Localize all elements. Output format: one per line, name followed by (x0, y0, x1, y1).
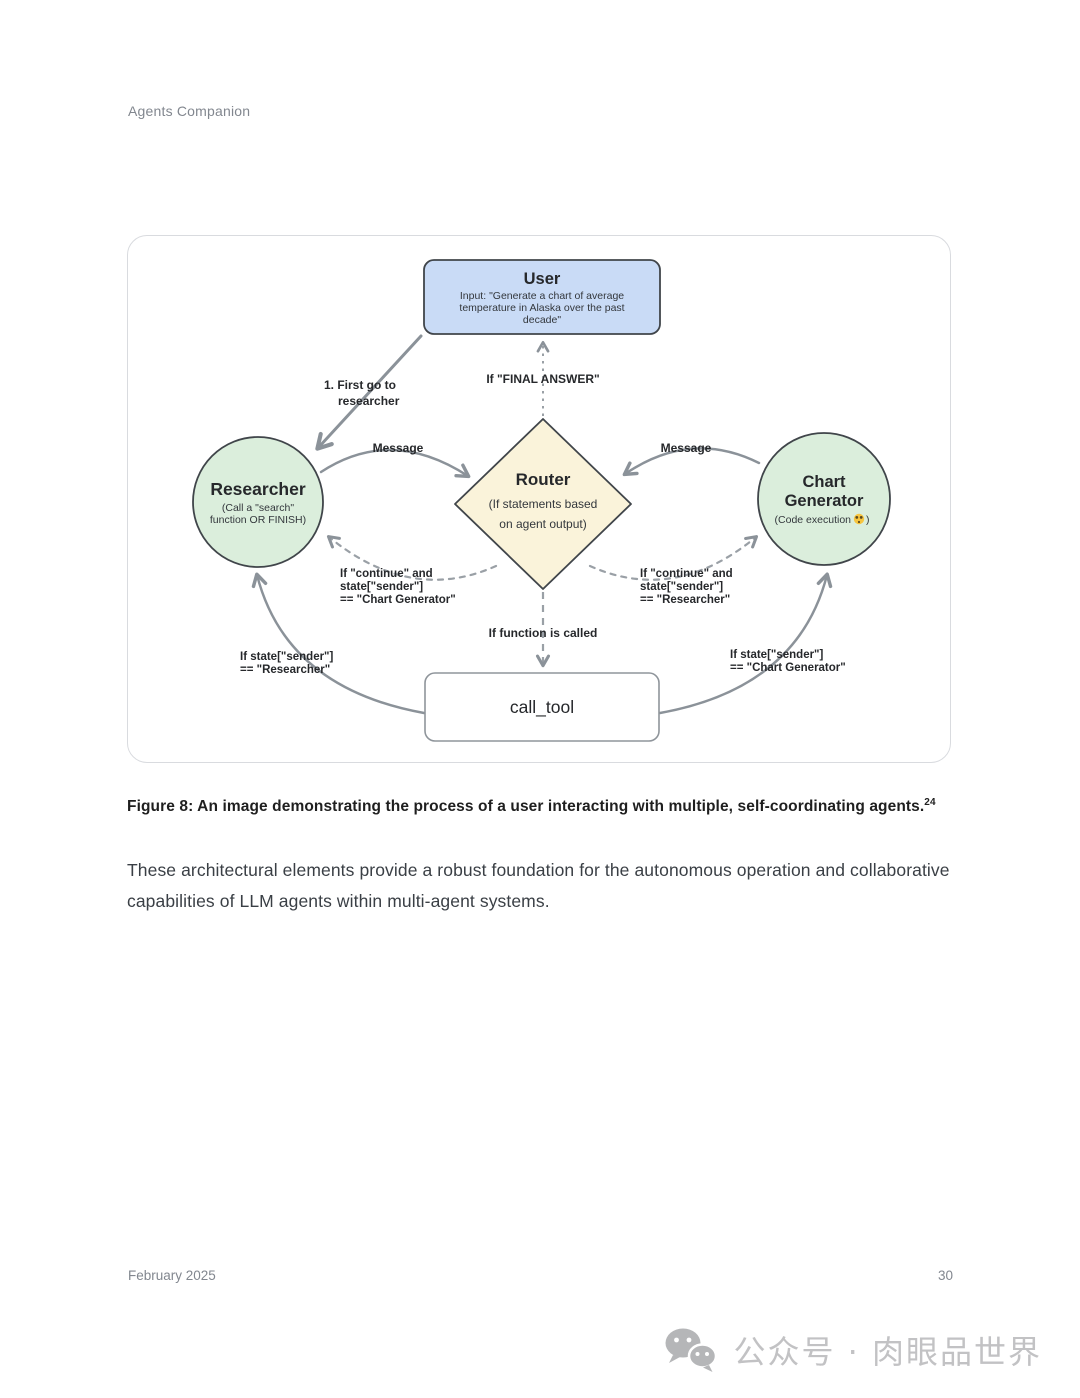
label-continue-left-line2: state["sender"] (340, 581, 423, 593)
label-continue-right-line1: If "continue" and (640, 568, 733, 580)
chart-generator-node-circle (757, 432, 891, 566)
user-node-title: User (524, 270, 561, 288)
router-node-diamond (454, 418, 632, 590)
chart-generator-body-post: ) (866, 514, 870, 526)
chart-generator-body-pre: (Code execution (775, 514, 852, 526)
researcher-node: Researcher (Call a "search" function OR … (192, 436, 324, 568)
wechat-icon (665, 1328, 718, 1372)
arrow-chartgen-to-router (622, 447, 761, 477)
chart-generator-title-line1: Chart (802, 473, 846, 491)
router-node-body-line1: (If statements based (489, 497, 598, 511)
label-continue-right-line2: state["sender"] (640, 581, 723, 593)
arrow-calltool-to-chartgen (658, 572, 833, 715)
label-sender-left-line1: If state["sender"] (240, 651, 334, 663)
document-title: Agents Companion (128, 103, 251, 119)
label-final-answer: If "FINAL ANSWER" (486, 372, 599, 386)
figure-caption: Figure 8: An image demonstrating the pro… (127, 797, 967, 816)
multi-agent-diagram: User Input: "Generate a chart of average… (192, 259, 891, 742)
figure-caption-text: Figure 8: An image demonstrating the pro… (127, 798, 925, 816)
watermark-text: 公众号 · 肉眼品世界 (733, 1333, 1042, 1371)
footer-date: February 2025 (128, 1268, 216, 1283)
user-node-box (423, 259, 661, 335)
user-node-body-line2: temperature in Alaska over the past (459, 302, 624, 314)
flushed-face-emoji-icon (853, 513, 865, 525)
researcher-node-body-line1: (Call a "search" (222, 502, 295, 514)
chart-generator-title-line2: Generator (785, 492, 864, 510)
call-tool-node: call_tool (424, 672, 660, 742)
label-first-go-line2: researcher (338, 394, 400, 408)
arrow-researcher-to-router (319, 448, 471, 479)
watermark: 公众号 · 肉眼品世界 (663, 1326, 1042, 1374)
router-node: Router (If statements based on agent out… (454, 418, 632, 590)
label-sender-right-line1: If state["sender"] (730, 649, 824, 661)
user-node: User Input: "Generate a chart of average… (423, 259, 661, 335)
call-tool-node-box (424, 672, 660, 742)
footnote-reference: 24 (924, 797, 936, 808)
call-tool-node-title: call_tool (510, 697, 574, 718)
user-node-body-line3: decade" (523, 314, 561, 326)
label-sender-left-line2: == "Researcher" (240, 664, 330, 676)
label-first-go-line1: 1. First go to (324, 378, 396, 392)
user-node-body-line1: Input: "Generate a chart of average (460, 290, 624, 302)
body-paragraph: These architectural elements provide a r… (127, 860, 950, 911)
researcher-node-title: Researcher (210, 479, 306, 499)
label-sender-right-line2: == "Chart Generator" (730, 662, 846, 674)
arrow-user-to-researcher (315, 334, 423, 451)
label-continue-right-line3: == "Researcher" (640, 594, 730, 606)
router-node-title: Router (516, 470, 571, 489)
figure-8-diagram-panel: User Input: "Generate a chart of average… (127, 235, 951, 763)
page-number: 30 (937, 1268, 953, 1283)
label-continue-left-line3: == "Chart Generator" (340, 594, 456, 606)
label-message-right: Message (661, 441, 712, 455)
label-function-called: If function is called (489, 626, 598, 640)
researcher-node-body-line2: function OR FINISH) (210, 514, 306, 526)
chart-generator-node: Chart Generator (Code execution ) (757, 432, 891, 566)
arrow-calltool-to-researcher (251, 572, 426, 715)
arrow-router-to-chartgen-dashed (588, 535, 759, 581)
arrow-router-to-researcher-dashed (326, 535, 498, 581)
label-message-left: Message (373, 441, 424, 455)
researcher-node-circle (192, 436, 324, 568)
label-continue-left-line1: If "continue" and (340, 568, 433, 580)
router-node-body-line2: on agent output) (499, 517, 586, 531)
